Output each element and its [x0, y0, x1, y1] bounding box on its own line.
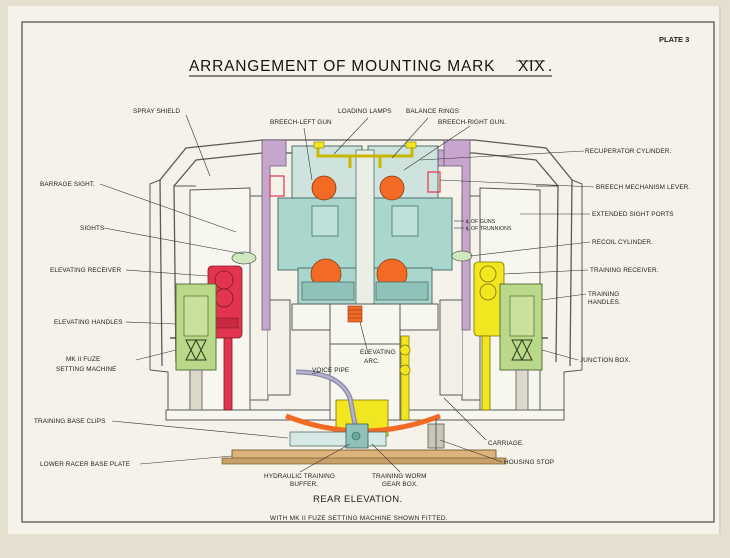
hydraulic-training-buffer: [289, 423, 387, 449]
label-cl-of-guns: ℄ OF GUNS: [465, 219, 496, 225]
elevating-arc: [347, 305, 363, 323]
breech-mechanism-lever: [427, 171, 441, 193]
label-elevating-handles: ELEVATING HANDLES: [54, 319, 123, 326]
elevating-arc-column: [399, 335, 411, 421]
gun-divider: [355, 149, 375, 311]
label-hydraulic-training-line2: BUFFER.: [290, 481, 318, 488]
label-recuperator-cylinder: RECUPERATOR CYLINDER.: [585, 148, 671, 155]
label-elevating-arc-line1: ELEVATING: [360, 349, 396, 356]
title-mark: XIX: [518, 58, 545, 75]
label-lower-racer-base-plate: LOWER RACER BASE PLATE: [40, 461, 130, 468]
central-pedestal: [291, 303, 439, 421]
fuze-setting-machine-right: [499, 283, 548, 411]
label-cl-of-trunnions: ℄ OF TRUNNIONS: [465, 226, 512, 232]
callout-labels: SPRAY SHIELD LOADING LAMPS BALANCE RINGS…: [34, 108, 690, 488]
plate-label: PLATE 3: [659, 35, 689, 44]
label-spray-shield: SPRAY SHIELD: [133, 108, 180, 115]
label-recoil-cylinder: RECOIL CYLINDER.: [592, 239, 653, 246]
mounting-drawing: [149, 139, 583, 465]
breech-lever-left: [269, 175, 285, 197]
label-junction-box: JUNCTION BOX.: [580, 357, 631, 364]
loading-lamps: [316, 146, 414, 168]
sight-pad-right: [451, 250, 473, 262]
label-training-handles-line2: HANDLES.: [588, 299, 621, 306]
label-mk2-fuze-line1: MK II FUZE: [66, 356, 100, 363]
label-breech-mechanism-lever: BREECH MECHANISM LEVER.: [596, 184, 690, 191]
label-sights: SIGHTS: [80, 225, 104, 232]
fuze-setting-machine-left: [170, 283, 217, 411]
leader-lines: [99, 114, 595, 473]
label-training-base-clips: TRAINING BASE CLIPS: [34, 418, 106, 425]
label-training-handles-line1: TRAINING: [588, 291, 619, 298]
training-receiver: [473, 261, 505, 411]
label-training-worm-line1: TRAINING WORM: [372, 473, 427, 480]
label-balance-rings: BALANCE RINGS: [406, 108, 459, 115]
elevating-receiver: [207, 265, 243, 411]
label-carriage: CARRIAGE.: [488, 440, 524, 447]
label-training-worm-line2: GEAR BOX.: [382, 481, 418, 488]
label-extended-sight-ports: EXTENDED SIGHT PORTS: [592, 211, 674, 218]
sight-pad-left: [231, 251, 257, 265]
label-hydraulic-training-line1: HYDRAULIC TRAINING: [264, 473, 335, 480]
subtitle-rear-elevation: REAR ELEVATION.: [313, 494, 403, 505]
label-housing-stop: HOUSING STOP: [504, 459, 554, 466]
label-elevating-receiver: ELEVATING RECEIVER: [50, 267, 121, 274]
title-full-stop: .: [548, 58, 553, 75]
label-loading-lamps: LOADING LAMPS: [338, 108, 392, 115]
plate-border: [21, 21, 715, 523]
diagram-title: ARRANGEMENT OF MOUNTING MARK: [189, 58, 495, 75]
label-barrage-sight: BARRAGE SIGHT.: [40, 181, 95, 188]
label-elevating-arc-line2: ARC.: [364, 358, 380, 365]
label-breech-right-gun: BREECH-RIGHT GUN.: [438, 119, 506, 126]
label-training-receiver: TRAINING RECEIVER.: [590, 267, 659, 274]
label-voice-pipe: VOICE PIPE: [312, 367, 349, 374]
subtitle-note: WITH MK II FUZE SETTING MACHINE SHOWN FI…: [270, 515, 448, 522]
label-breech-left-gun: BREECH-LEFT GUN: [270, 119, 332, 126]
label-mk2-fuze-line2: SETTING MACHINE: [56, 366, 116, 373]
